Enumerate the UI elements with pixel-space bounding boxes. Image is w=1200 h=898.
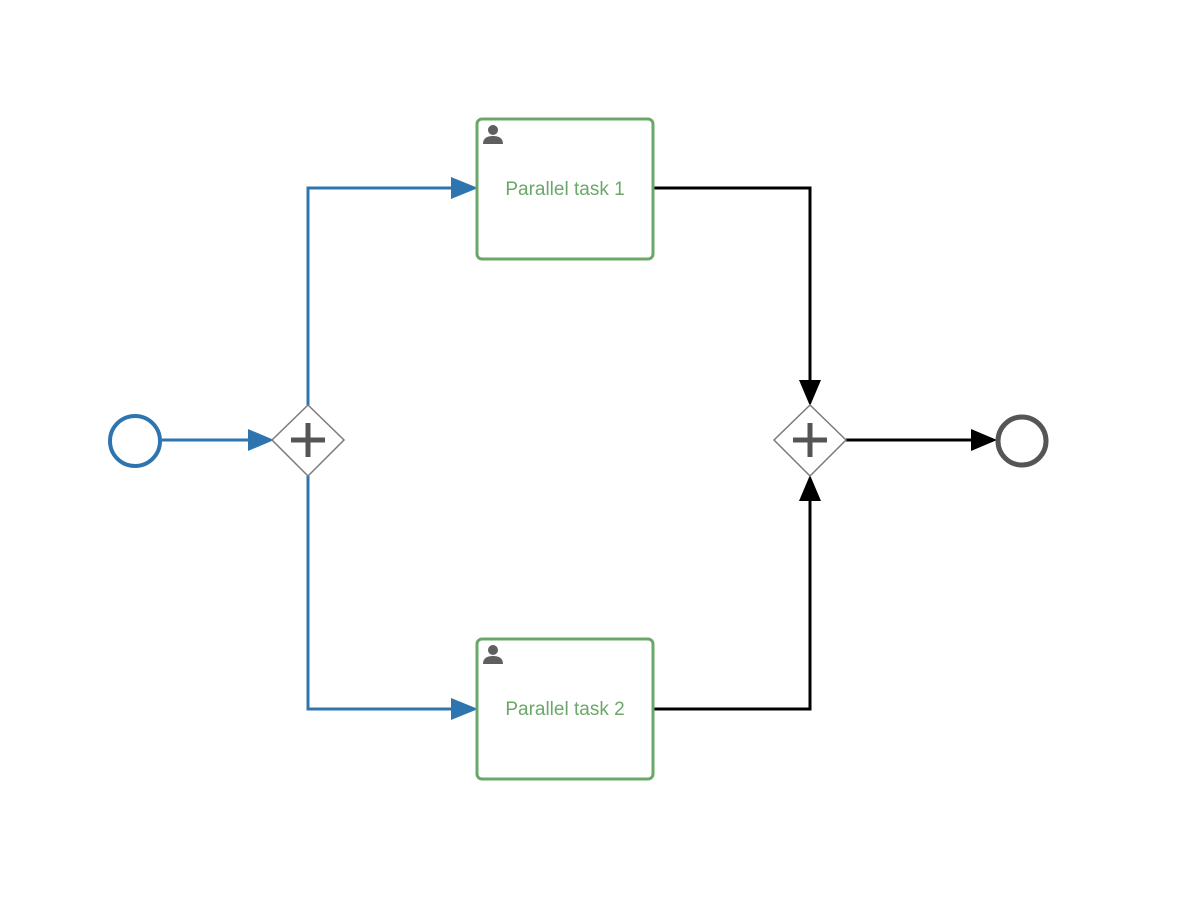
arrowhead-fork-to-task-2: [451, 698, 478, 720]
plus-icon: [291, 423, 325, 457]
end-event[interactable]: [995, 414, 1049, 468]
flow-task-1-to-join[interactable]: [654, 186, 812, 385]
plus-icon: [793, 423, 827, 457]
fork-gateway[interactable]: [270, 403, 346, 478]
active-sequence-flows: [162, 177, 478, 720]
task-box: [475, 637, 655, 781]
join-gateway[interactable]: [772, 403, 848, 478]
flow-task-2-to-join[interactable]: [654, 495, 812, 711]
flow-fork-to-task-2[interactable]: [306, 476, 458, 711]
arrowhead-fork-to-task-1: [451, 177, 478, 199]
user-icon: [483, 645, 503, 664]
task-parallel-2[interactable]: Parallel task 2: [475, 637, 655, 781]
flow-fork-to-task-1[interactable]: [306, 186, 458, 405]
arrowhead-task-2-to-join: [799, 475, 821, 501]
default-sequence-flows: [654, 186, 997, 711]
task-parallel-1[interactable]: Parallel task 1: [475, 117, 655, 261]
task-label: Parallel task 2: [505, 699, 624, 720]
task-box: [475, 117, 655, 261]
user-icon: [483, 125, 503, 144]
task-label: Parallel task 1: [505, 179, 624, 200]
arrowhead-task-1-to-join: [799, 380, 821, 406]
arrowhead-start-to-fork: [248, 429, 274, 451]
arrowhead-join-to-end: [971, 429, 997, 451]
start-event[interactable]: [108, 414, 162, 468]
